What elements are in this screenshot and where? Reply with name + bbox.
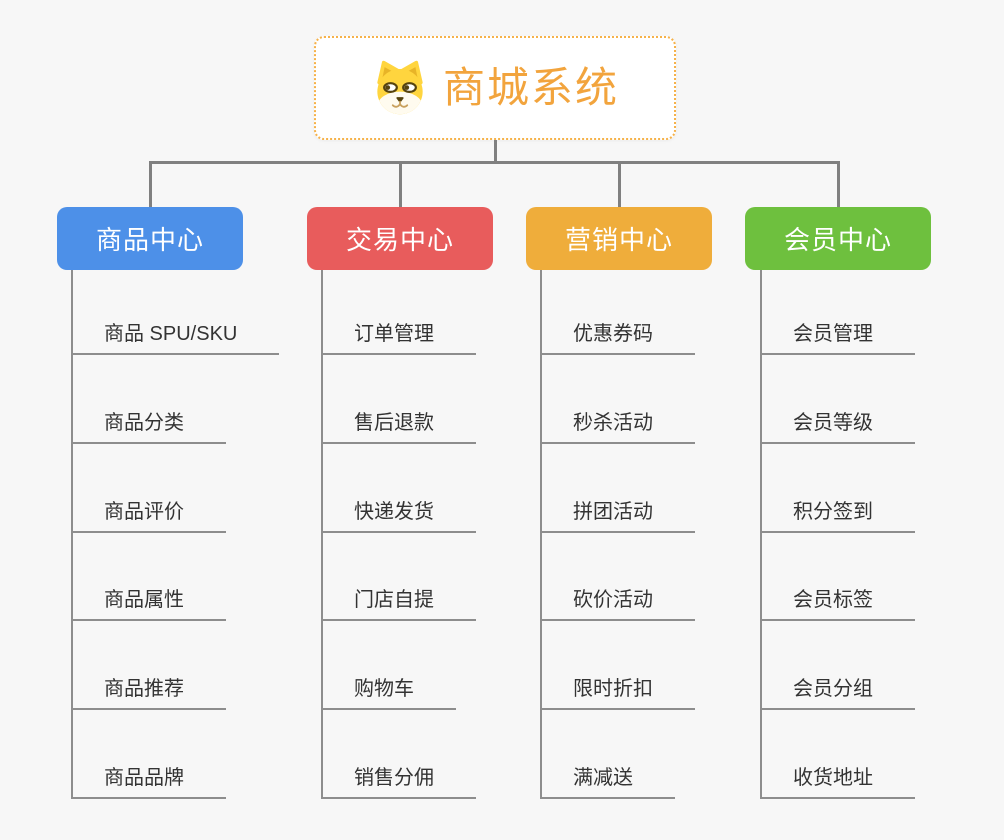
leaf-topic[interactable]: 商品评价 — [72, 497, 226, 533]
leaf-topic[interactable]: 拼团活动 — [541, 497, 695, 533]
connector-rail-marketing — [540, 270, 542, 799]
connector-rail-product — [71, 270, 73, 799]
leaf-topic[interactable]: 售后退款 — [322, 408, 476, 444]
dog-face-icon — [377, 60, 423, 115]
connector-rail-member — [760, 270, 762, 799]
branch-topic-member-center[interactable]: 会员中心 — [745, 207, 931, 270]
connector-drop-marketing — [617, 163, 621, 207]
leaf-topic[interactable]: 积分签到 — [761, 497, 915, 533]
root-topic[interactable]: 商城系统 — [314, 36, 676, 140]
branch-topic-trade-center[interactable]: 交易中心 — [307, 207, 493, 270]
leaf-topic[interactable]: 门店自提 — [322, 585, 476, 621]
branch-topic-product-center[interactable]: 商品中心 — [57, 207, 243, 270]
leaf-topic[interactable]: 会员分组 — [761, 674, 915, 710]
leaf-topic[interactable]: 限时折扣 — [541, 674, 695, 710]
leaf-topic[interactable]: 商品分类 — [72, 408, 226, 444]
leaf-topic[interactable]: 满减送 — [541, 763, 675, 799]
leaf-topic[interactable]: 砍价活动 — [541, 585, 695, 621]
connector-root-stem — [493, 140, 497, 164]
connector-drop-product — [148, 163, 152, 207]
leaf-topic[interactable]: 会员标签 — [761, 585, 915, 621]
leaf-topic[interactable]: 收货地址 — [761, 763, 915, 799]
leaf-topic[interactable]: 会员管理 — [761, 319, 915, 355]
leaf-topic[interactable]: 优惠券码 — [541, 319, 695, 355]
connector-horizontal-bar — [148, 161, 840, 164]
leaf-topic[interactable]: 商品 SPU/SKU — [72, 319, 280, 355]
connector-drop-trade — [399, 163, 402, 207]
leaf-topic[interactable]: 商品推荐 — [72, 674, 226, 710]
connector-rail-trade — [321, 270, 323, 799]
leaf-topic[interactable]: 销售分佣 — [322, 763, 476, 799]
leaf-topic[interactable]: 购物车 — [322, 674, 456, 710]
leaf-topic[interactable]: 快递发货 — [322, 497, 476, 533]
connector-drop-member — [836, 163, 840, 207]
root-topic-label: 商城系统 — [442, 64, 619, 111]
leaf-topic[interactable]: 订单管理 — [322, 319, 476, 355]
leaf-topic[interactable]: 商品属性 — [72, 585, 226, 621]
leaf-topic[interactable]: 商品品牌 — [72, 763, 226, 799]
leaf-topic[interactable]: 会员等级 — [761, 408, 915, 444]
branch-topic-marketing-center[interactable]: 营销中心 — [526, 207, 712, 270]
leaf-topic[interactable]: 秒杀活动 — [541, 408, 695, 444]
